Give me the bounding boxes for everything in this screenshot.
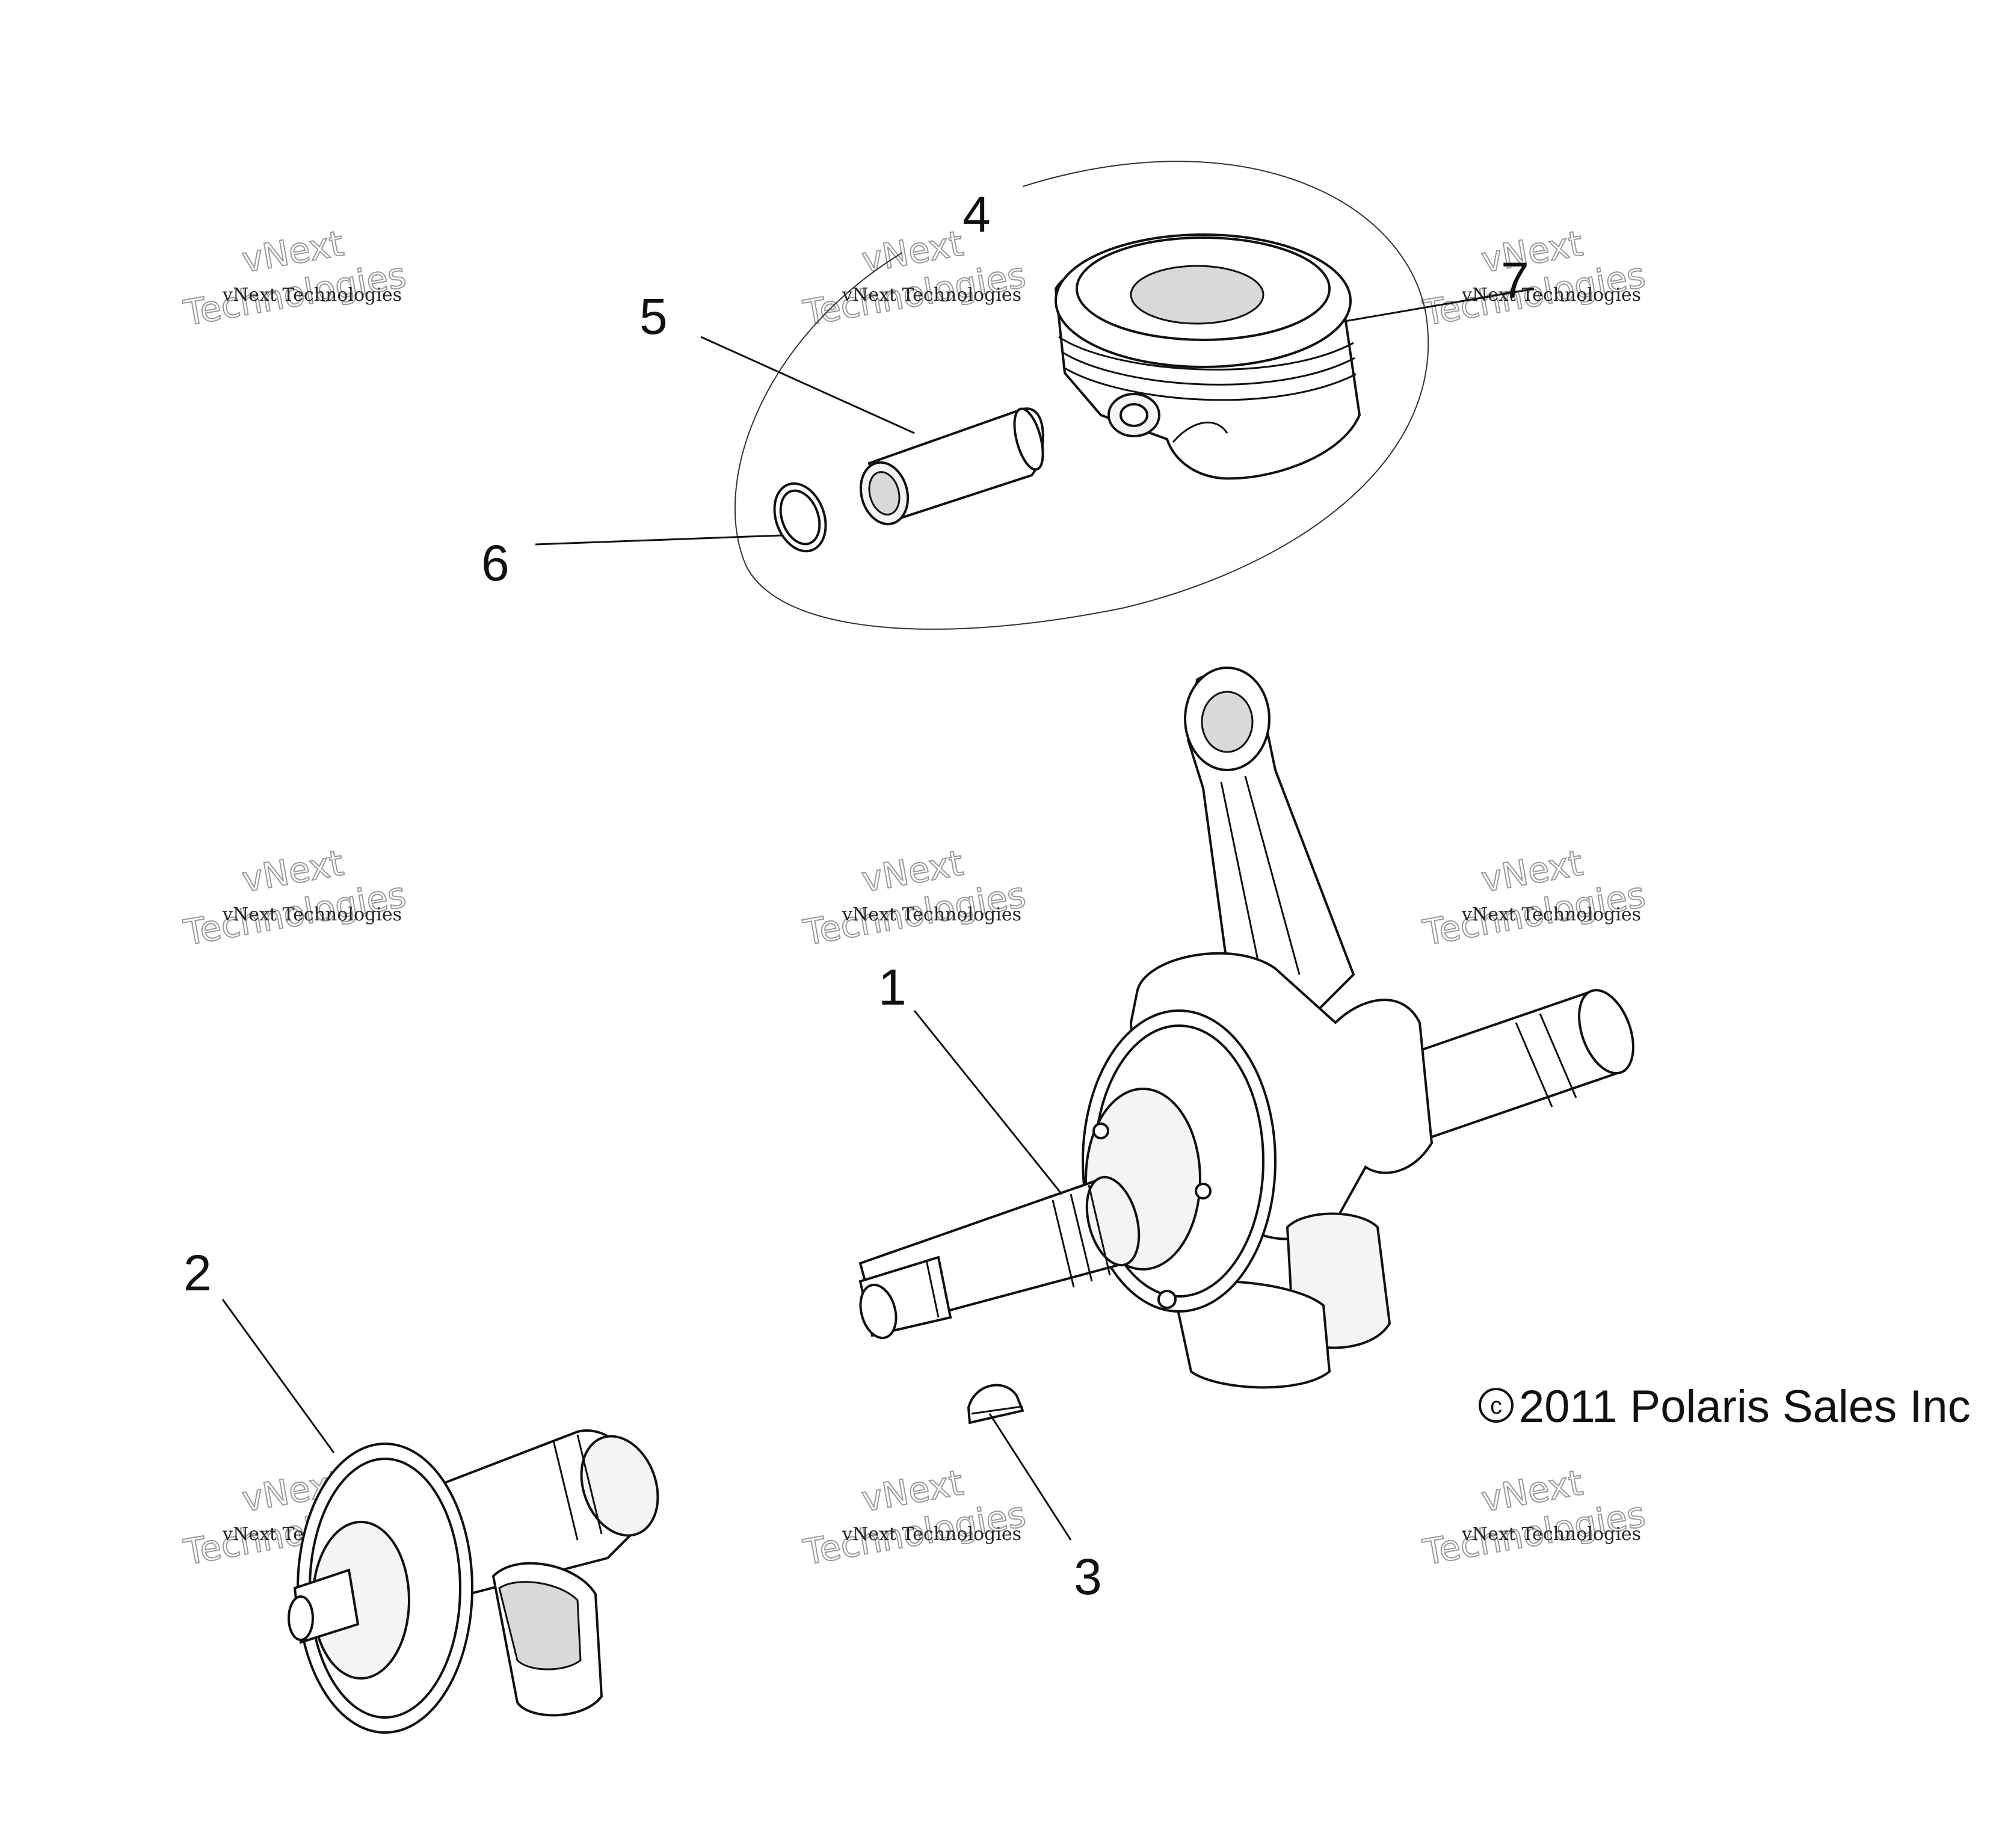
watermark: Technologies vNext vNext Technologies xyxy=(180,222,410,334)
leader-line-7 xyxy=(1341,288,1535,323)
watermark-small-text: vNext Technologies xyxy=(842,285,1021,306)
watermark: Technologies vNext vNext Technologies xyxy=(1419,222,1649,334)
piston-assembly-group xyxy=(735,161,1429,630)
watermark: Technologies vNext vNext Technologies xyxy=(1419,842,1649,954)
watermark: Technologies vNext vNext Technologies xyxy=(799,842,1029,954)
copyright-text: 2011 Polaris Sales Inc xyxy=(1519,1381,1971,1432)
watermarks: Technologies vNext vNext Technologies Te… xyxy=(180,222,1649,1574)
watermark: Technologies vNext vNext Technologies xyxy=(1419,1461,1649,1574)
callout-3: 3 xyxy=(1074,1548,1102,1605)
assembly-ellipse xyxy=(735,161,1429,630)
watermark-small-text: vNext Technologies xyxy=(842,1524,1021,1545)
callout-1: 1 xyxy=(878,959,907,1015)
woodruff-key[interactable] xyxy=(967,1384,1024,1424)
leader-line-6 xyxy=(535,534,783,546)
watermark-small-text: vNext Technologies xyxy=(842,904,1021,925)
watermark-small-text: vNext Technologies xyxy=(222,904,402,925)
connecting-rod[interactable] xyxy=(1184,667,1355,1018)
callout-6: 6 xyxy=(481,535,510,591)
watermark: Technologies vNext vNext Technologies xyxy=(799,222,1029,334)
watermark: Technologies vNext vNext Technologies xyxy=(799,1461,1029,1574)
callout-5: 5 xyxy=(639,288,668,345)
piston-pin[interactable] xyxy=(854,406,1049,529)
leader-line-3 xyxy=(988,1413,1072,1541)
callouts: 1 2 3 4 5 6 7 xyxy=(183,186,1529,1605)
leader-line-2 xyxy=(221,1299,335,1453)
circlip[interactable] xyxy=(766,476,835,558)
leader-line-5 xyxy=(700,336,915,434)
watermark-small-text: vNext Technologies xyxy=(222,285,402,306)
piston[interactable] xyxy=(1054,233,1361,480)
watermark-small-text: vNext Technologies xyxy=(1461,285,1641,306)
balance-shaft[interactable] xyxy=(288,1426,671,1734)
callout-7: 7 xyxy=(1501,252,1529,309)
crankshaft[interactable] xyxy=(855,667,1643,1389)
copyright: c 2011 Polaris Sales Inc xyxy=(1479,1381,1971,1432)
watermark-small-text: vNext Technologies xyxy=(1461,1524,1641,1545)
callout-2: 2 xyxy=(183,1245,212,1301)
leader-lines xyxy=(221,288,1535,1541)
callout-4: 4 xyxy=(962,186,991,242)
leader-line-1 xyxy=(913,1010,1063,1195)
copyright-symbol: c xyxy=(1490,1393,1502,1419)
copyright-circle-icon xyxy=(1479,1388,1514,1423)
watermark: Technologies vNext vNext Technologies xyxy=(180,842,410,954)
watermark-small-text: vNext Technologies xyxy=(1461,904,1641,925)
balance-gear xyxy=(288,1443,473,1734)
